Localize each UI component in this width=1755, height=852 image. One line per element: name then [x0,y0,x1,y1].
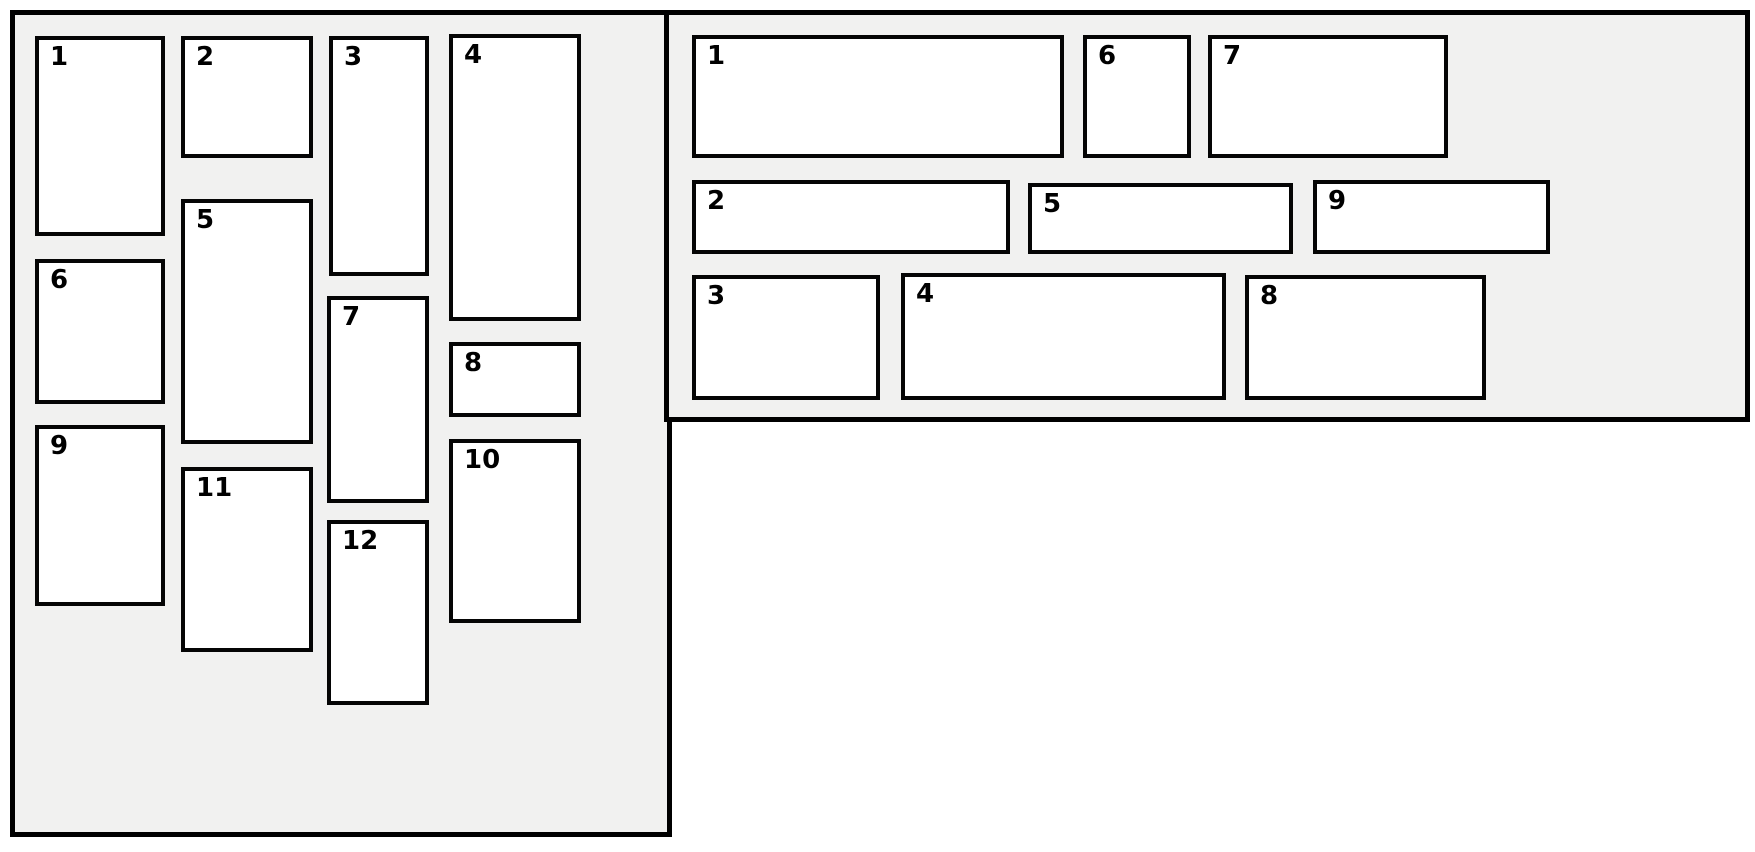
left-panel-cell-5[interactable]: 5 [181,199,313,444]
right-panel-cell-7[interactable]: 7 [1208,35,1448,158]
cell-label: 12 [342,526,379,556]
left-panel-cell-12[interactable]: 12 [327,520,429,705]
left-panel-cell-11[interactable]: 11 [181,467,313,652]
right-panel: 1 6 7 2 5 9 3 4 8 [664,10,1750,422]
left-panel-cell-2[interactable]: 2 [181,36,313,158]
left-panel-cell-4[interactable]: 4 [449,34,581,321]
left-panel-cell-7[interactable]: 7 [327,296,429,503]
cell-label: 4 [916,279,935,309]
cell-label: 2 [196,42,215,72]
right-panel-cell-8[interactable]: 8 [1245,275,1486,400]
right-panel-cell-2[interactable]: 2 [692,180,1010,254]
cell-label: 6 [1098,41,1117,71]
cell-label: 7 [1223,41,1242,71]
cell-label: 10 [464,445,501,475]
right-panel-cell-3[interactable]: 3 [692,275,880,400]
cell-label: 11 [196,473,233,503]
right-panel-cell-1[interactable]: 1 [692,35,1064,158]
cell-label: 3 [707,281,726,311]
cell-label: 6 [50,265,69,295]
cell-label: 9 [1328,186,1347,216]
left-panel-cell-6[interactable]: 6 [35,259,165,404]
cell-label: 8 [464,348,483,378]
left-panel-cell-3[interactable]: 3 [329,36,429,276]
right-panel-cell-6[interactable]: 6 [1083,35,1191,158]
cell-label: 8 [1260,281,1279,311]
cell-label: 7 [342,302,361,332]
cell-label: 1 [707,41,726,71]
left-panel-cell-10[interactable]: 10 [449,439,581,623]
right-panel-cell-9[interactable]: 9 [1313,180,1550,254]
right-panel-cell-5[interactable]: 5 [1028,183,1293,254]
right-panel-cell-4[interactable]: 4 [901,273,1226,400]
cell-label: 1 [50,42,69,72]
cell-label: 5 [196,205,215,235]
cell-label: 5 [1043,189,1062,219]
cell-label: 4 [464,40,483,70]
cell-label: 9 [50,431,69,461]
left-panel-cell-8[interactable]: 8 [449,342,581,417]
cell-label: 3 [344,42,363,72]
left-panel-cell-1[interactable]: 1 [35,36,165,236]
cell-label: 2 [707,186,726,216]
left-panel-cell-9[interactable]: 9 [35,425,165,606]
